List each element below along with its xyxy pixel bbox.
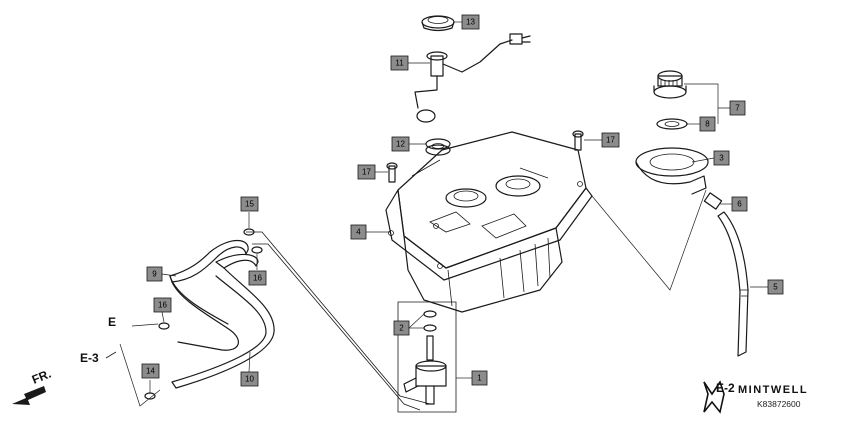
cap-gasket [656, 118, 688, 130]
callout-1: 1 [471, 370, 488, 386]
ref-e2: E-2 [716, 381, 735, 395]
callout-10: 10 [240, 371, 259, 387]
callout-17-left: 17 [357, 164, 376, 180]
svg-text:2: 2 [399, 324, 404, 333]
ref-e3: E-3 [80, 351, 99, 365]
svg-text:12: 12 [396, 140, 405, 149]
svg-text:16: 16 [158, 301, 167, 310]
filler-cap [653, 70, 687, 99]
filler-neck [635, 147, 709, 195]
front-arrow-icon: FR. [12, 367, 53, 405]
clamp-16a [251, 246, 263, 254]
svg-text:4: 4 [356, 228, 361, 237]
svg-text:6: 6 [737, 200, 742, 209]
fuel-hose-10 [171, 253, 275, 389]
fuel-hose-9 [169, 239, 249, 351]
callout-11: 11 [390, 55, 409, 71]
callout-7: 7 [729, 100, 746, 116]
svg-text:3: 3 [719, 154, 724, 163]
brand-name: MINTWELL [738, 384, 808, 396]
callout-13: 13 [461, 14, 480, 30]
callout-4: 4 [350, 224, 367, 240]
svg-text:7: 7 [735, 104, 740, 113]
svg-text:5: 5 [773, 283, 778, 292]
clamp-16b [158, 322, 170, 330]
callout-15: 15 [240, 196, 259, 212]
lock-ring [421, 15, 455, 32]
svg-text:1: 1 [477, 374, 482, 383]
callout-12: 12 [391, 136, 410, 152]
fuel-level-sensor [414, 33, 531, 123]
front-label: FR. [30, 367, 53, 387]
callout-2: 2 [393, 320, 410, 336]
brand-logo: E-2 MINTWELL K83872600 [703, 380, 808, 414]
fuel-tank [385, 131, 593, 313]
svg-text:8: 8 [705, 120, 710, 129]
callout-14: 14 [141, 363, 160, 379]
svg-text:14: 14 [146, 367, 155, 376]
callout-16-upper: 16 [248, 270, 267, 286]
callout-16-lower: 16 [153, 297, 172, 313]
callout-3: 3 [713, 150, 730, 166]
svg-text:15: 15 [245, 200, 254, 209]
svg-text:11: 11 [395, 59, 404, 68]
callout-5: 5 [767, 279, 784, 295]
callout-8: 8 [699, 116, 716, 132]
clamp-15 [243, 228, 255, 236]
svg-text:17: 17 [362, 168, 371, 177]
diagram-code: K83872600 [757, 399, 801, 409]
svg-text:17: 17 [606, 136, 615, 145]
breather-hose [703, 192, 749, 357]
callout-17-right: 17 [601, 132, 620, 148]
bolt-left [386, 162, 398, 183]
svg-text:9: 9 [152, 270, 157, 279]
leader-lines [119, 21, 768, 407]
ref-e: E [108, 315, 116, 329]
svg-text:16: 16 [253, 274, 262, 283]
fuel-valve [397, 301, 457, 413]
callout-9: 9 [146, 266, 163, 282]
bolt-right [572, 130, 584, 151]
svg-text:13: 13 [466, 18, 475, 27]
svg-text:10: 10 [245, 375, 254, 384]
callout-6: 6 [731, 196, 748, 212]
ref-e3-arrow [105, 351, 117, 359]
tank-gasket [425, 138, 451, 156]
